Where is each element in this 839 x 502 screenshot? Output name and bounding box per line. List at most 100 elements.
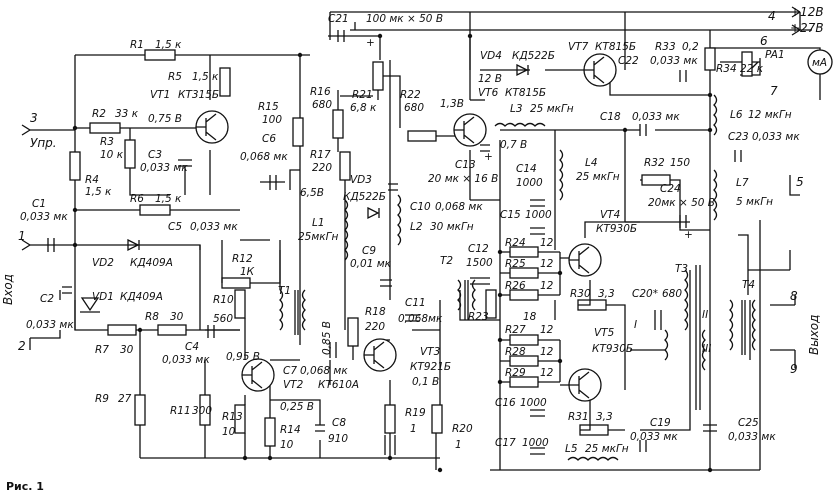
inductor-l1 (344, 199, 349, 261)
label-c22: C22 (618, 55, 639, 67)
terminal-1: 1 (18, 229, 26, 243)
inductors (344, 94, 718, 461)
resistor-r6 (139, 204, 171, 216)
label-r31: R31 (568, 411, 589, 423)
label-c11-value: 0,068мк (398, 313, 443, 325)
transformers (279, 234, 756, 410)
component-labels: R1 1,5 к R5 1,5 к VT1 КТ315Б R2 33 к 0,7… (20, 13, 827, 455)
label-c8: C8 (332, 417, 346, 429)
label-r8-value: 30 (170, 311, 184, 323)
label-c24: C24 (660, 183, 681, 195)
label-t3-winding-3: III (702, 343, 711, 355)
resistor-r19 (384, 404, 396, 434)
label-c21: C21 (328, 13, 349, 25)
inductor-l6 (713, 94, 718, 136)
label-vt2-type: КТ610А (318, 379, 359, 391)
resistor-r21 (372, 61, 384, 91)
resistor-r1 (144, 49, 176, 61)
label-l5: L5 (565, 443, 578, 455)
capacitors (47, 30, 742, 455)
label-c25: C25 (738, 417, 759, 429)
label-ma: мА (812, 57, 827, 69)
label-r33-value: 0,2 (682, 41, 699, 53)
label-l4: L4 (585, 157, 598, 169)
label-c4: C4 (185, 341, 199, 353)
label-r9-value: 27 (118, 393, 132, 405)
label-r10: R10 (213, 294, 234, 306)
label-c19: C19 (650, 417, 671, 429)
label-c13: C13 (455, 159, 476, 171)
label-t1: T1 (278, 285, 291, 297)
label-c16-value: 1000 (520, 397, 547, 409)
label-c15-value: 1000 (525, 209, 552, 221)
label-r21: R21 (352, 89, 373, 101)
io-terminals (21, 6, 801, 350)
diode-vd4 (516, 63, 529, 77)
label-c25-value: 0,033 мк (728, 431, 776, 443)
label-r14: R14 (280, 424, 301, 436)
diode-vd2 (127, 238, 140, 252)
transformer-t4 (729, 299, 756, 355)
label-c14-value: 1000 (516, 177, 543, 189)
label-c23-value: 0,033 мк (752, 131, 800, 143)
label-c22-value: 0,033 мк (650, 55, 698, 67)
label-r22-value: 680 (404, 102, 424, 114)
label-c14: C14 (516, 163, 537, 175)
terminal-7: 7 (770, 84, 778, 98)
label-c1-value: 0,033 мк (20, 211, 68, 223)
component-wiring (199, 55, 796, 470)
resistor-r15 (292, 117, 304, 147)
meter-pa1 (807, 49, 833, 75)
terminal-6: 6 (760, 34, 768, 48)
label-r2-value: 33 к (115, 108, 139, 120)
label-r4-value: 1,5 к (85, 186, 112, 198)
polarity-plus-c13: + (484, 151, 493, 163)
inductor-l2 (397, 194, 402, 246)
supply-plus-27v: +27В (790, 21, 824, 35)
inductor-l4 (559, 149, 564, 201)
label-c17-value: 1000 (522, 437, 549, 449)
resistor-r12 (221, 277, 251, 289)
label-r29-value: 12 (540, 367, 554, 379)
resistor-r22 (407, 130, 437, 142)
label-r32: R32 (644, 157, 665, 169)
label-v01: 0,1 В (412, 376, 439, 388)
label-r17: R17 (310, 149, 331, 161)
label-c20: C20* (632, 288, 658, 300)
label-r22: R22 (400, 89, 421, 101)
label-r23: R23 (468, 311, 489, 323)
resistor-r23 (485, 289, 497, 319)
label-r19: R19 (405, 407, 426, 419)
resistor-r5 (219, 67, 231, 97)
label-r20: R20 (452, 423, 473, 435)
ground-rail (140, 457, 760, 471)
label-c24-value: 20мк × 50 В (648, 197, 715, 209)
terminal-4: 4 (768, 9, 776, 23)
label-vt1: VT1 (150, 89, 170, 101)
label-c7-value: 0,068 мк (300, 365, 348, 377)
label-vt4: VT4 (600, 209, 620, 221)
inductor-l7 (713, 169, 718, 221)
label-c2-value: 0,033 мк (26, 319, 74, 331)
label-vt1-type: КТ315Б (178, 89, 219, 101)
transformer-t2 (457, 279, 476, 320)
terminal-labels: 1 2 3 4 5 6 7 8 9 +12В +27В Упр. Вход Вы… (1, 5, 824, 376)
label-l2-value: 30 мкГн (430, 221, 474, 233)
label-vt7: VT7 (568, 41, 589, 53)
label-c1: C1 (32, 198, 46, 210)
resistor-r18 (347, 317, 359, 347)
label-c15: C15 (500, 209, 521, 221)
label-r13-value: 10 (222, 426, 236, 438)
label-r7: R7 (95, 344, 109, 356)
label-t3-winding-2: II (702, 309, 708, 321)
terminal-9: 9 (790, 362, 798, 376)
supply-plus-12v: +12В (790, 5, 824, 19)
label-r21-value: 6,8 к (350, 102, 377, 114)
label-c12-value: 1500 (466, 257, 493, 269)
label-l4-value: 25 мкГн (576, 171, 620, 183)
inductor-l3 (494, 122, 546, 127)
label-r8: R8 (145, 311, 159, 323)
label-r2: R2 (92, 108, 106, 120)
resistor-r10 (234, 289, 246, 319)
label-c18-value: 0,033 мк (632, 111, 680, 123)
